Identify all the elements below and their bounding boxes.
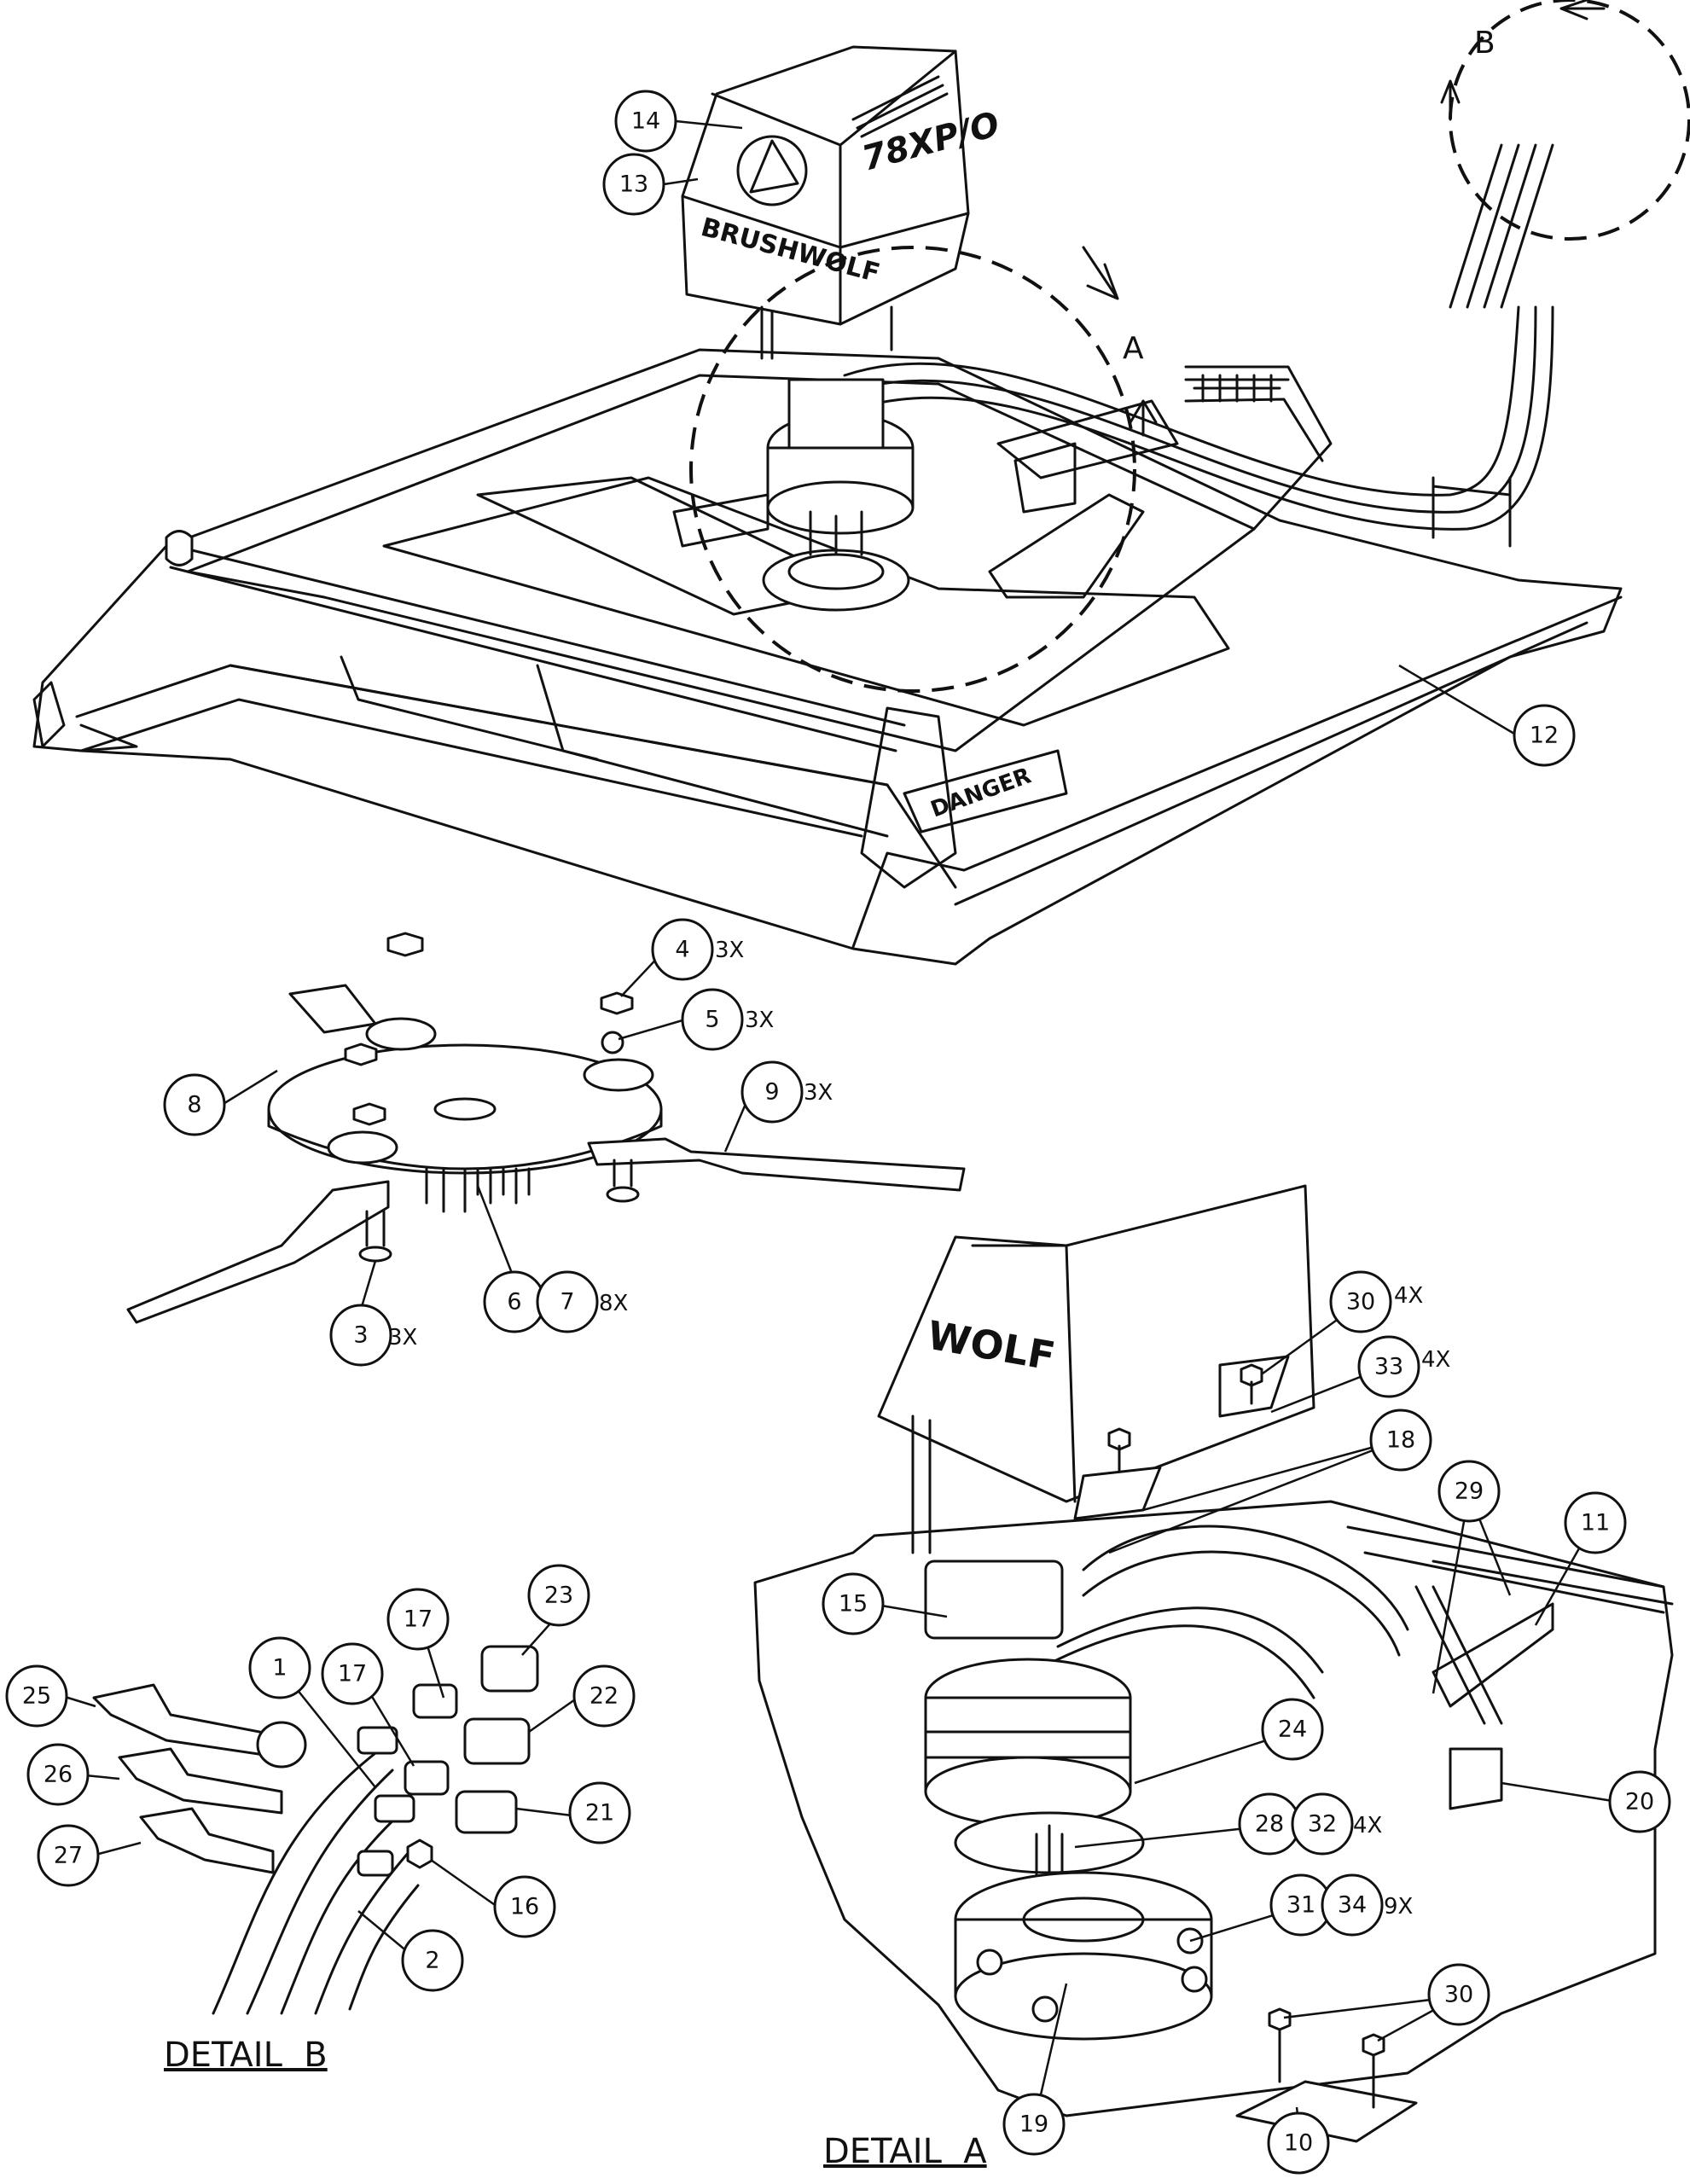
callout-15: 15 [822, 1572, 885, 1635]
callout-12: 12 [1513, 704, 1576, 767]
svg-text:10: 10 [1284, 2130, 1313, 2157]
callout-33: 33 4X [1357, 1335, 1450, 1398]
callout-7-qty: 8X [599, 1291, 628, 1316]
callout-6: 6 [483, 1270, 546, 1333]
svg-text:20: 20 [1625, 1789, 1654, 1815]
callout-31: 31 [1269, 1873, 1333, 1937]
detail-b-marker: B [1474, 26, 1495, 61]
callout-27: 27 [37, 1824, 100, 1887]
svg-text:17: 17 [338, 1661, 367, 1687]
svg-text:17: 17 [404, 1606, 433, 1633]
svg-text:8: 8 [187, 1092, 201, 1118]
callout-32-qty: 4X [1353, 1813, 1382, 1838]
callout-2: 2 [401, 1929, 464, 1992]
callout-11: 11 [1564, 1491, 1627, 1554]
svg-text:11: 11 [1581, 1510, 1610, 1536]
detail-a-marker: A [1123, 331, 1144, 366]
svg-text:28: 28 [1255, 1811, 1284, 1838]
svg-text:12: 12 [1530, 723, 1559, 749]
svg-text:26: 26 [44, 1762, 73, 1788]
callout-4-qty: 3X [715, 938, 744, 963]
svg-text:22: 22 [589, 1683, 619, 1710]
callout-26: 26 [26, 1743, 90, 1806]
svg-text:34: 34 [1338, 1892, 1367, 1919]
svg-text:29: 29 [1455, 1478, 1484, 1505]
svg-text:31: 31 [1286, 1892, 1315, 1919]
svg-text:3: 3 [353, 1322, 368, 1349]
callout-18: 18 [1369, 1409, 1432, 1472]
svg-text:6: 6 [507, 1289, 521, 1316]
callout-30-top: 30 4X [1329, 1270, 1423, 1333]
blade-carrier-illustration [126, 932, 966, 1324]
svg-text:30: 30 [1346, 1289, 1375, 1316]
svg-text:23: 23 [544, 1583, 573, 1609]
svg-text:9: 9 [764, 1079, 779, 1106]
motor-assembly-illustration [762, 378, 915, 612]
callout-25: 25 [5, 1664, 68, 1728]
callout-21: 21 [568, 1781, 631, 1844]
svg-text:7: 7 [560, 1289, 574, 1316]
detail-b-boundary [1449, 0, 1690, 241]
svg-text:24: 24 [1278, 1716, 1307, 1743]
callout-9: 9 3X [740, 1060, 833, 1124]
callout-29: 29 [1437, 1460, 1501, 1523]
callout-4: 4 3X [651, 918, 744, 981]
callout-24: 24 [1261, 1698, 1324, 1761]
callout-30-bottom: 30 [1427, 1963, 1490, 2026]
detail-b-title: DETAIL B [164, 2036, 328, 2075]
svg-text:21: 21 [585, 1800, 614, 1827]
callout-1: 1 [248, 1636, 311, 1699]
svg-text:15: 15 [839, 1591, 868, 1618]
callout-30-qty: 4X [1394, 1283, 1423, 1309]
callout-9-qty: 3X [804, 1080, 833, 1106]
callout-14: 14 [614, 90, 677, 153]
callout-32: 32 4X [1291, 1792, 1382, 1856]
svg-text:5: 5 [705, 1007, 719, 1033]
svg-text:16: 16 [510, 1894, 539, 1920]
callout-20: 20 [1608, 1770, 1671, 1833]
callout-22: 22 [572, 1664, 636, 1728]
svg-text:25: 25 [22, 1683, 51, 1710]
callout-7: 7 8X [536, 1270, 628, 1333]
svg-text:4: 4 [675, 937, 689, 963]
callout-23: 23 [527, 1564, 590, 1627]
svg-text:27: 27 [54, 1843, 83, 1869]
svg-text:13: 13 [619, 171, 648, 198]
svg-text:30: 30 [1444, 1982, 1473, 2008]
callout-19: 19 [1002, 2093, 1066, 2156]
callout-3: 3 3X [329, 1304, 417, 1367]
svg-text:14: 14 [631, 108, 660, 135]
svg-text:19: 19 [1019, 2111, 1048, 2138]
callout-33-qty: 4X [1421, 1347, 1450, 1373]
detail-a-title: DETAIL A [823, 2132, 987, 2171]
callout-8: 8 [163, 1073, 226, 1136]
callout-17-upper: 17 [386, 1588, 450, 1651]
callout-10: 10 [1267, 2111, 1330, 2175]
callout-3-qty: 3X [388, 1325, 417, 1350]
svg-text:32: 32 [1308, 1811, 1337, 1838]
callout-17-lower: 17 [321, 1642, 384, 1705]
callout-16: 16 [493, 1875, 556, 1938]
detail-a-boundary [689, 246, 1136, 693]
callout-5: 5 3X [681, 988, 774, 1051]
svg-text:18: 18 [1386, 1427, 1415, 1454]
detail-a-illustration: WOLF [753, 1184, 1674, 2143]
detail-b-illustration [92, 1645, 539, 2015]
callout-13: 13 [602, 153, 665, 216]
svg-text:2: 2 [425, 1948, 439, 1974]
callout-28: 28 [1238, 1792, 1301, 1856]
callout-34: 34 9X [1321, 1873, 1413, 1937]
motor-shield-illustration: 78XP/O BRUSHWOLF [681, 45, 1003, 360]
svg-text:33: 33 [1374, 1354, 1403, 1380]
callout-bubbles: 14 13 12 4 3X 5 3X 8 9 3X [5, 90, 1671, 2175]
callout-5-qty: 3X [745, 1008, 774, 1033]
callout-34-qty: 9X [1384, 1894, 1413, 1920]
svg-text:1: 1 [272, 1655, 287, 1682]
